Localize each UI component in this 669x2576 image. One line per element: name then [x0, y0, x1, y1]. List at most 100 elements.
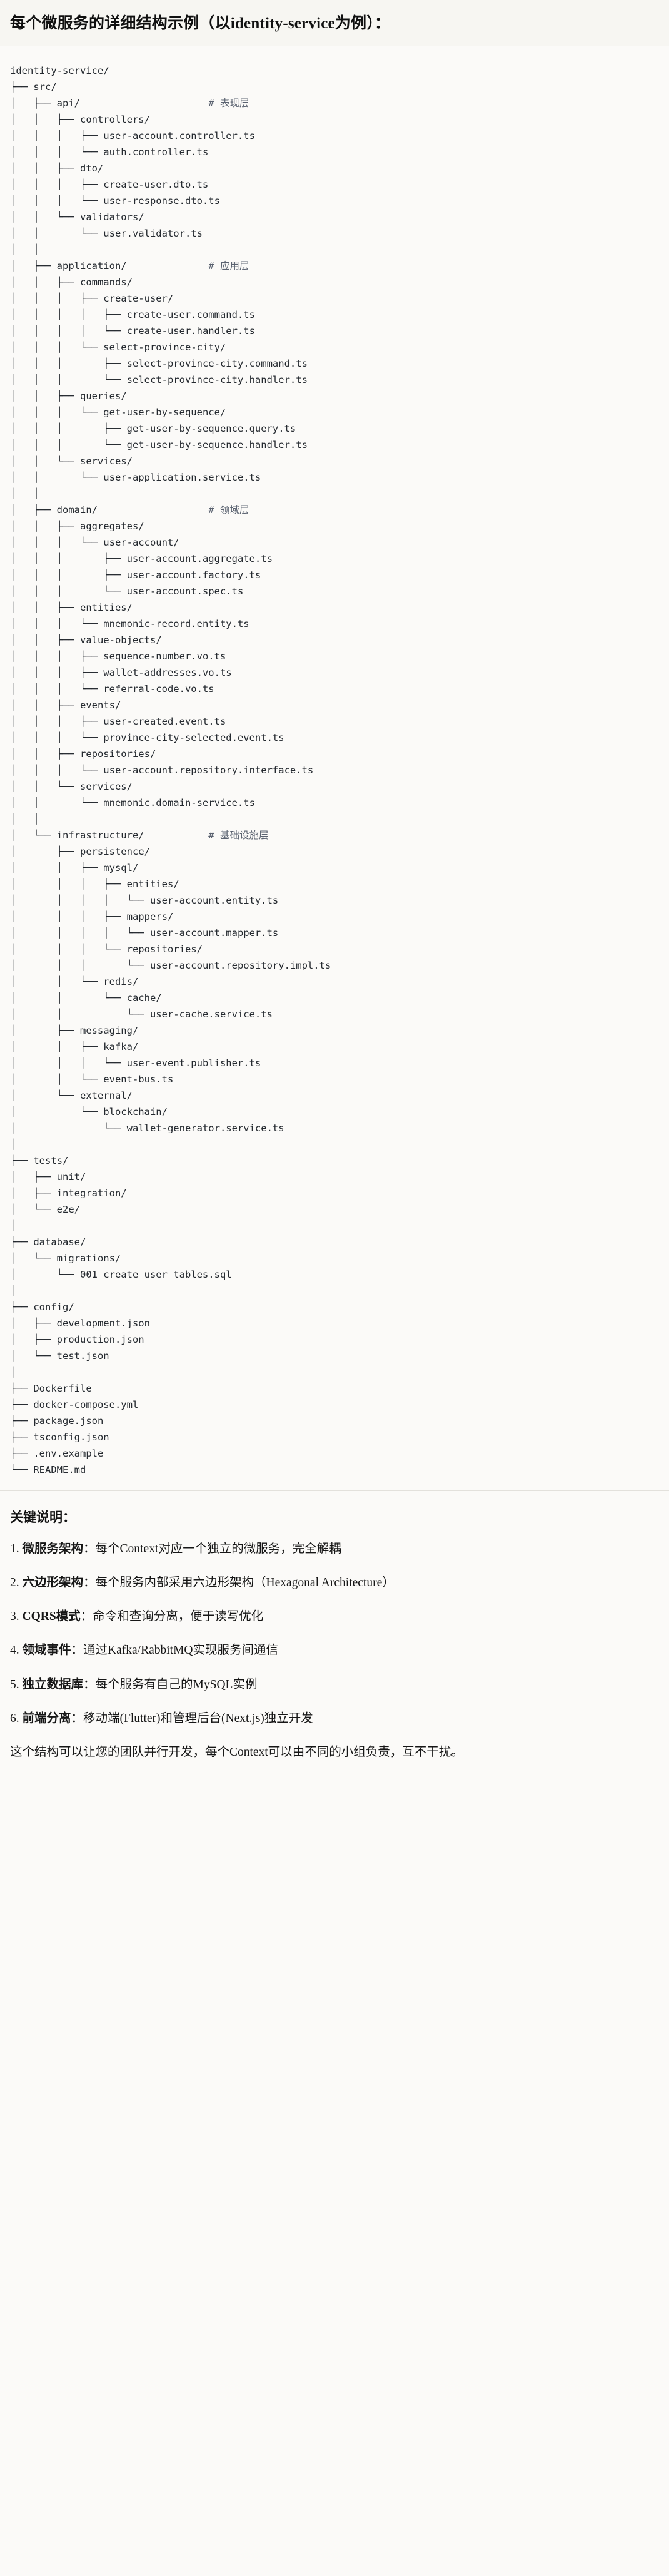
key-note-item: 3. CQRS模式：命令和查询分离，便于读写优化: [10, 1607, 659, 1626]
key-note-term: 前端分离: [22, 1711, 71, 1725]
key-note-separator: ：: [71, 1711, 84, 1725]
tree-line: │ │ ├── events/: [10, 697, 659, 713]
key-note-term: 领域事件: [22, 1644, 71, 1657]
tree-line-label: │: [10, 1366, 16, 1378]
tree-line-label: │ │ │ ├── create-user/: [10, 292, 174, 304]
tree-line: ├── config/: [10, 1299, 659, 1315]
tree-line-label: │ │ │ └── user-account/: [10, 536, 179, 548]
tree-line-label: │ │ │ └── auth.controller.ts: [10, 146, 209, 158]
key-note-description: 每个服务内部采用六边形架构（Hexagonal Architecture）: [95, 1576, 395, 1589]
tree-line-label: │: [10, 1138, 16, 1150]
tree-line: ├── tests/: [10, 1153, 659, 1169]
tree-line-label: identity-service/: [10, 64, 109, 76]
tree-line: │ │ │ ├── user-created.event.ts: [10, 713, 659, 730]
tree-line-label: ├── docker-compose.yml: [10, 1398, 139, 1410]
tree-line: ├── database/: [10, 1234, 659, 1250]
tree-line: │ │ │ └── user-account.spec.ts: [10, 583, 659, 599]
key-notes-heading: 关键说明：: [10, 1509, 76, 1525]
key-note-item: 2. 六边形架构：每个服务内部采用六边形架构（Hexagonal Archite…: [10, 1574, 659, 1592]
tree-line-label: │ ├── messaging/: [10, 1024, 139, 1036]
tree-line: │ │ │ └── select-province-city/: [10, 339, 659, 355]
tree-line-label: │ └── external/: [10, 1089, 133, 1101]
tree-line-label: ├── tsconfig.json: [10, 1431, 109, 1443]
tree-line-label: │ │ │ ├── create-user.dto.ts: [10, 178, 209, 190]
key-note-term: CQRS模式: [22, 1610, 81, 1623]
tree-line: │ │ │ ├── create-user/: [10, 290, 659, 307]
page-title: 每个微服务的详细结构示例（以identity-service为例）：: [10, 15, 391, 32]
tree-line: │ │ ├── aggregates/: [10, 518, 659, 534]
tree-line: │ │ │ ├── user-account.factory.ts: [10, 567, 659, 583]
tree-line-label: │ │ │ ├── wallet-addresses.vo.ts: [10, 666, 232, 678]
tree-line-gap: [80, 98, 208, 109]
tree-line-label: │ │ │ ├── user-account.factory.ts: [10, 569, 261, 581]
tree-line: ├── src/: [10, 79, 659, 95]
tree-line-comment: # 领域层: [208, 504, 249, 516]
tree-line: │ │ │ │ └── user-account.entity.ts: [10, 892, 659, 909]
tree-line: │ └── e2e/: [10, 1201, 659, 1218]
tree-line: │ └── wallet-generator.service.ts: [10, 1120, 659, 1136]
tree-line-label: │ │ └── cache/: [10, 992, 162, 1004]
tree-line: │ ├── application/ # 应用层: [10, 258, 659, 274]
tree-line-label: │ │ │ ├── get-user-by-sequence.query.ts: [10, 422, 296, 434]
tree-line-label: │ │ │ └── get-user-by-sequence/: [10, 406, 226, 418]
tree-line-label: │ └── e2e/: [10, 1203, 80, 1215]
tree-line-label: │ │ │ ├── select-province-city.command.t…: [10, 357, 308, 369]
tree-line-label: │ │ │ ├── mappers/: [10, 910, 174, 922]
tree-line: │ │ │ └── user-account/: [10, 534, 659, 551]
tree-line-label: │ │ │ └── user-response.dto.ts: [10, 195, 220, 206]
tree-line: │ │ │ └── province-city-selected.event.t…: [10, 730, 659, 746]
tree-line: │ │ └── user.validator.ts: [10, 225, 659, 242]
tree-line-label: │ │ │ └── select-province-city/: [10, 341, 226, 353]
tree-line: │ │ │ ├── create-user.dto.ts: [10, 176, 659, 193]
tree-line: │ │ │ ├── mappers/: [10, 909, 659, 925]
tree-line-label: │ └── test.json: [10, 1350, 109, 1362]
tree-line-gap: [127, 260, 209, 272]
tree-line: └── README.md: [10, 1462, 659, 1478]
tree-line: │ │ └── redis/: [10, 974, 659, 990]
tree-line-label: │ │ ├── controllers/: [10, 113, 150, 125]
tree-line-label: │ │ ├── mysql/: [10, 862, 139, 873]
key-note-item: 4. 领域事件：通过Kafka/RabbitMQ实现服务间通信: [10, 1641, 659, 1659]
tree-line-label: │ │ └── user-cache.service.ts: [10, 1008, 273, 1020]
tree-line: │ │ └── validators/: [10, 209, 659, 225]
key-note-separator: ：: [83, 1542, 96, 1555]
tree-line: │ │ ├── commands/: [10, 274, 659, 290]
tree-line-label: ├── tests/: [10, 1154, 69, 1166]
tree-line-label: │ └── wallet-generator.service.ts: [10, 1122, 284, 1134]
tree-line-label: │ │ ├── entities/: [10, 601, 133, 613]
tree-line: │ └── test.json: [10, 1348, 659, 1364]
tree-line-label: │ └── blockchain/: [10, 1106, 168, 1117]
tree-line-label: │ ├── unit/: [10, 1171, 86, 1183]
tree-line-label: ├── database/: [10, 1236, 86, 1248]
key-note-description: 每个Context对应一个独立的微服务，完全解耦: [95, 1542, 341, 1555]
tree-line: │ │ └── user-application.service.ts: [10, 469, 659, 486]
tree-line-label: │ │ │ ├── sequence-number.vo.ts: [10, 650, 226, 662]
tree-line-label: │ ├── persistence/: [10, 845, 150, 857]
tree-line: │ └── migrations/: [10, 1250, 659, 1266]
tree-line-label: │ │ └── services/: [10, 780, 133, 792]
tree-line-comment: # 基础设施层: [208, 829, 269, 841]
tree-line-label: ├── config/: [10, 1301, 74, 1313]
tree-line: │ ├── development.json: [10, 1315, 659, 1331]
tree-line: │ │ │ └── user-event.publisher.ts: [10, 1055, 659, 1071]
tree-line-label: ├── .env.example: [10, 1447, 104, 1459]
tree-line-label: │ │ ├── aggregates/: [10, 520, 144, 532]
tree-line-label: │ │ │ │ ├── create-user.command.ts: [10, 308, 255, 320]
tree-line: │ │ │ └── repositories/: [10, 941, 659, 957]
tree-line-label: │ │ └── redis/: [10, 975, 139, 987]
tree-line-label: │ │ │ └── get-user-by-sequence.handler.t…: [10, 439, 308, 451]
tree-line: ├── package.json: [10, 1413, 659, 1429]
tree-line: │ │ │ ├── get-user-by-sequence.query.ts: [10, 420, 659, 437]
key-note-description: 通过Kafka/RabbitMQ实现服务间通信: [83, 1644, 279, 1657]
tree-line: │ └── infrastructure/ # 基础设施层: [10, 827, 659, 843]
tree-line: │ └── blockchain/: [10, 1104, 659, 1120]
tree-line: │ │ │ │ └── user-account.mapper.ts: [10, 925, 659, 941]
tree-line-label: │ │ │ │ └── user-account.entity.ts: [10, 894, 279, 906]
tree-line-label: │ │ ├── events/: [10, 699, 121, 711]
tree-line-label: │ │ └── mnemonic.domain-service.ts: [10, 797, 255, 808]
tree-line-label: │ ├── application/: [10, 260, 127, 272]
tree-line-gap: [144, 830, 209, 841]
tree-line-label: │ │ │ └── select-province-city.handler.t…: [10, 374, 308, 385]
tree-line: │ │ │ │ └── create-user.handler.ts: [10, 323, 659, 339]
